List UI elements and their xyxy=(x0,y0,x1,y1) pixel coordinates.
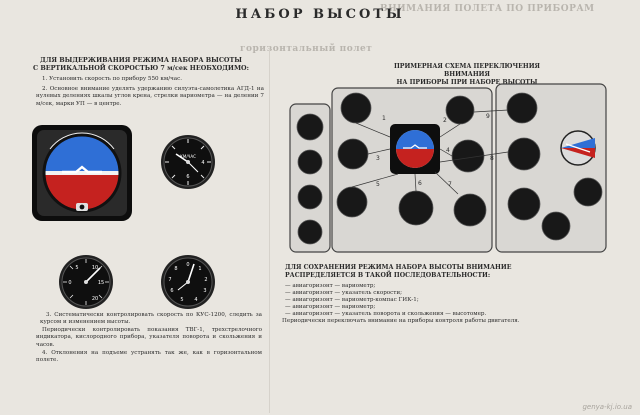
alt-tick-label: 0 xyxy=(186,262,189,268)
sequence-item: — авиагоризонт — вариометр; xyxy=(285,283,376,289)
scheme-number: 6 xyxy=(418,180,422,187)
aircraft-silhouette-icon xyxy=(403,144,427,149)
vario-tick-label: 0 xyxy=(68,280,71,286)
scheme-gauge xyxy=(297,219,323,245)
scheme-heading-line-2: НА ПРИБОРЫ ПРИ НАБОРЕ ВЫСОТЫ xyxy=(396,79,538,86)
scheme-gauge xyxy=(445,95,475,125)
scheme-number: 4 xyxy=(446,147,450,154)
scheme-number: 3 xyxy=(376,155,380,162)
left-heading-line-1: ДЛЯ ВЫДЕРЖИВАНИЯ РЕЖИМА НАБОРА ВЫСОТЫ xyxy=(40,56,242,64)
sky-area xyxy=(44,135,120,173)
scheme-gauge xyxy=(296,113,324,141)
alt-tick-label: 2 xyxy=(204,277,207,283)
scheme-gauge xyxy=(297,149,323,175)
alt-tick-label: 8 xyxy=(174,266,177,272)
needle-icon xyxy=(175,153,189,163)
column-divider xyxy=(269,48,270,413)
scheme-gauge xyxy=(398,190,434,226)
scheme-gauge xyxy=(336,186,368,218)
speed-unit-label: КМ/ЧАС xyxy=(180,154,196,159)
scheme-gauge xyxy=(506,92,538,124)
sequence-heading: ДЛЯ СОХРАНЕНИЯ РЕЖИМА НАБОРА ВЫСОТЫ ВНИМ… xyxy=(285,264,512,279)
sequence-list: — авиагоризонт — вариометр; — авиагоризо… xyxy=(285,283,486,318)
scheme-number: 7 xyxy=(448,181,452,188)
variometer-gauge: 0 5 10 15 20 xyxy=(59,255,113,309)
attitude-indicator xyxy=(32,125,132,221)
scheme-number: 2 xyxy=(443,117,447,124)
needle-icon xyxy=(187,263,195,283)
scheme-heading: ПРИМЕРНАЯ СХЕМА ПЕРЕКЛЮЧЕНИЯ ВНИМАНИЯ НА… xyxy=(372,63,562,87)
vario-tick-label: 15 xyxy=(98,280,104,286)
alt-tick-label: 1 xyxy=(198,266,201,272)
scheme-number: 8 xyxy=(490,155,494,162)
left-para-3: 3. Систематически контролировать скорост… xyxy=(40,312,262,326)
left-para-4: Периодически контролировать показания ТВ… xyxy=(36,327,262,348)
ghost-text-1: ВНИМАНИЯ ПОЛЕТА ПО ПРИБОРАМ xyxy=(380,4,595,14)
scheme-number: 1 xyxy=(382,115,386,122)
altimeter-gauge: 0 1 2 3 4 5 6 7 8 xyxy=(161,255,215,309)
ghost-text-2: горизонтальный полет xyxy=(240,44,373,54)
alt-tick-label: 7 xyxy=(168,277,171,283)
scheme-heading-line-1: ПРИМЕРНАЯ СХЕМА ПЕРЕКЛЮЧЕНИЯ ВНИМАНИЯ xyxy=(393,63,541,78)
speed-tick-label: 6 xyxy=(186,174,189,180)
vario-tick-label: 20 xyxy=(92,296,98,302)
left-para-2: 2. Основное внимание уделять удержанию с… xyxy=(36,86,264,107)
needle-icon xyxy=(85,267,101,283)
sequence-item: — авиагоризонт — указатель поворота и ск… xyxy=(285,310,487,317)
needle-icon xyxy=(187,161,199,173)
left-para-1: 1. Установить скорость по прибору 550 км… xyxy=(42,76,183,82)
sequence-item: — авиагоризонт — вариометр-компас ГИК-1; xyxy=(285,296,419,303)
watermark: genya-kj.io.ua xyxy=(582,403,632,411)
scheme-gauge xyxy=(453,193,487,227)
instrument-panel-scheme: 1 2 3 4 5 6 7 8 9 xyxy=(289,83,607,253)
left-heading-line-2: С ВЕРТИКАЛЬНОЙ СКОРОСТЬЮ 7 м/сек НЕОБХОД… xyxy=(33,64,249,72)
needle-icon xyxy=(177,281,189,291)
airspeed-gauge: КМ/ЧАС 4 6 xyxy=(161,135,215,189)
aircraft-silhouette-icon xyxy=(62,165,102,174)
panel-left-section xyxy=(289,103,331,253)
scheme-gauge xyxy=(340,92,372,124)
speed-tick-label: 4 xyxy=(201,160,204,166)
ground-area xyxy=(44,173,120,211)
alt-tick-label: 4 xyxy=(194,297,197,303)
scheme-gauge xyxy=(507,187,541,221)
scheme-gauge xyxy=(573,177,603,207)
alt-tick-label: 6 xyxy=(170,288,173,294)
alt-tick-label: 5 xyxy=(180,297,183,303)
scheme-number: 5 xyxy=(376,181,380,188)
scheme-gauge xyxy=(297,184,323,210)
left-para-5: 4. Отклонения на подъеме устранять так ж… xyxy=(36,350,262,364)
vario-tick-label: 10 xyxy=(92,265,98,271)
scheme-gauge xyxy=(507,137,541,171)
scheme-gauge xyxy=(541,211,571,241)
sequence-footer: Периодически переключать внимание на при… xyxy=(282,318,520,324)
scheme-gauge xyxy=(337,138,369,170)
left-heading: ДЛЯ ВЫДЕРЖИВАНИЯ РЕЖИМА НАБОРА ВЫСОТЫ С … xyxy=(16,56,266,72)
sequence-item: — авиагоризонт — указатель скорости; xyxy=(285,289,402,296)
scheme-number: 9 xyxy=(486,113,490,120)
sequence-item: — авиагоризонт — вариометр; xyxy=(285,303,376,310)
page-title: НАБОР ВЫСОТЫ xyxy=(235,7,405,22)
vario-tick-label: 5 xyxy=(75,265,78,271)
alt-tick-label: 3 xyxy=(203,288,206,294)
